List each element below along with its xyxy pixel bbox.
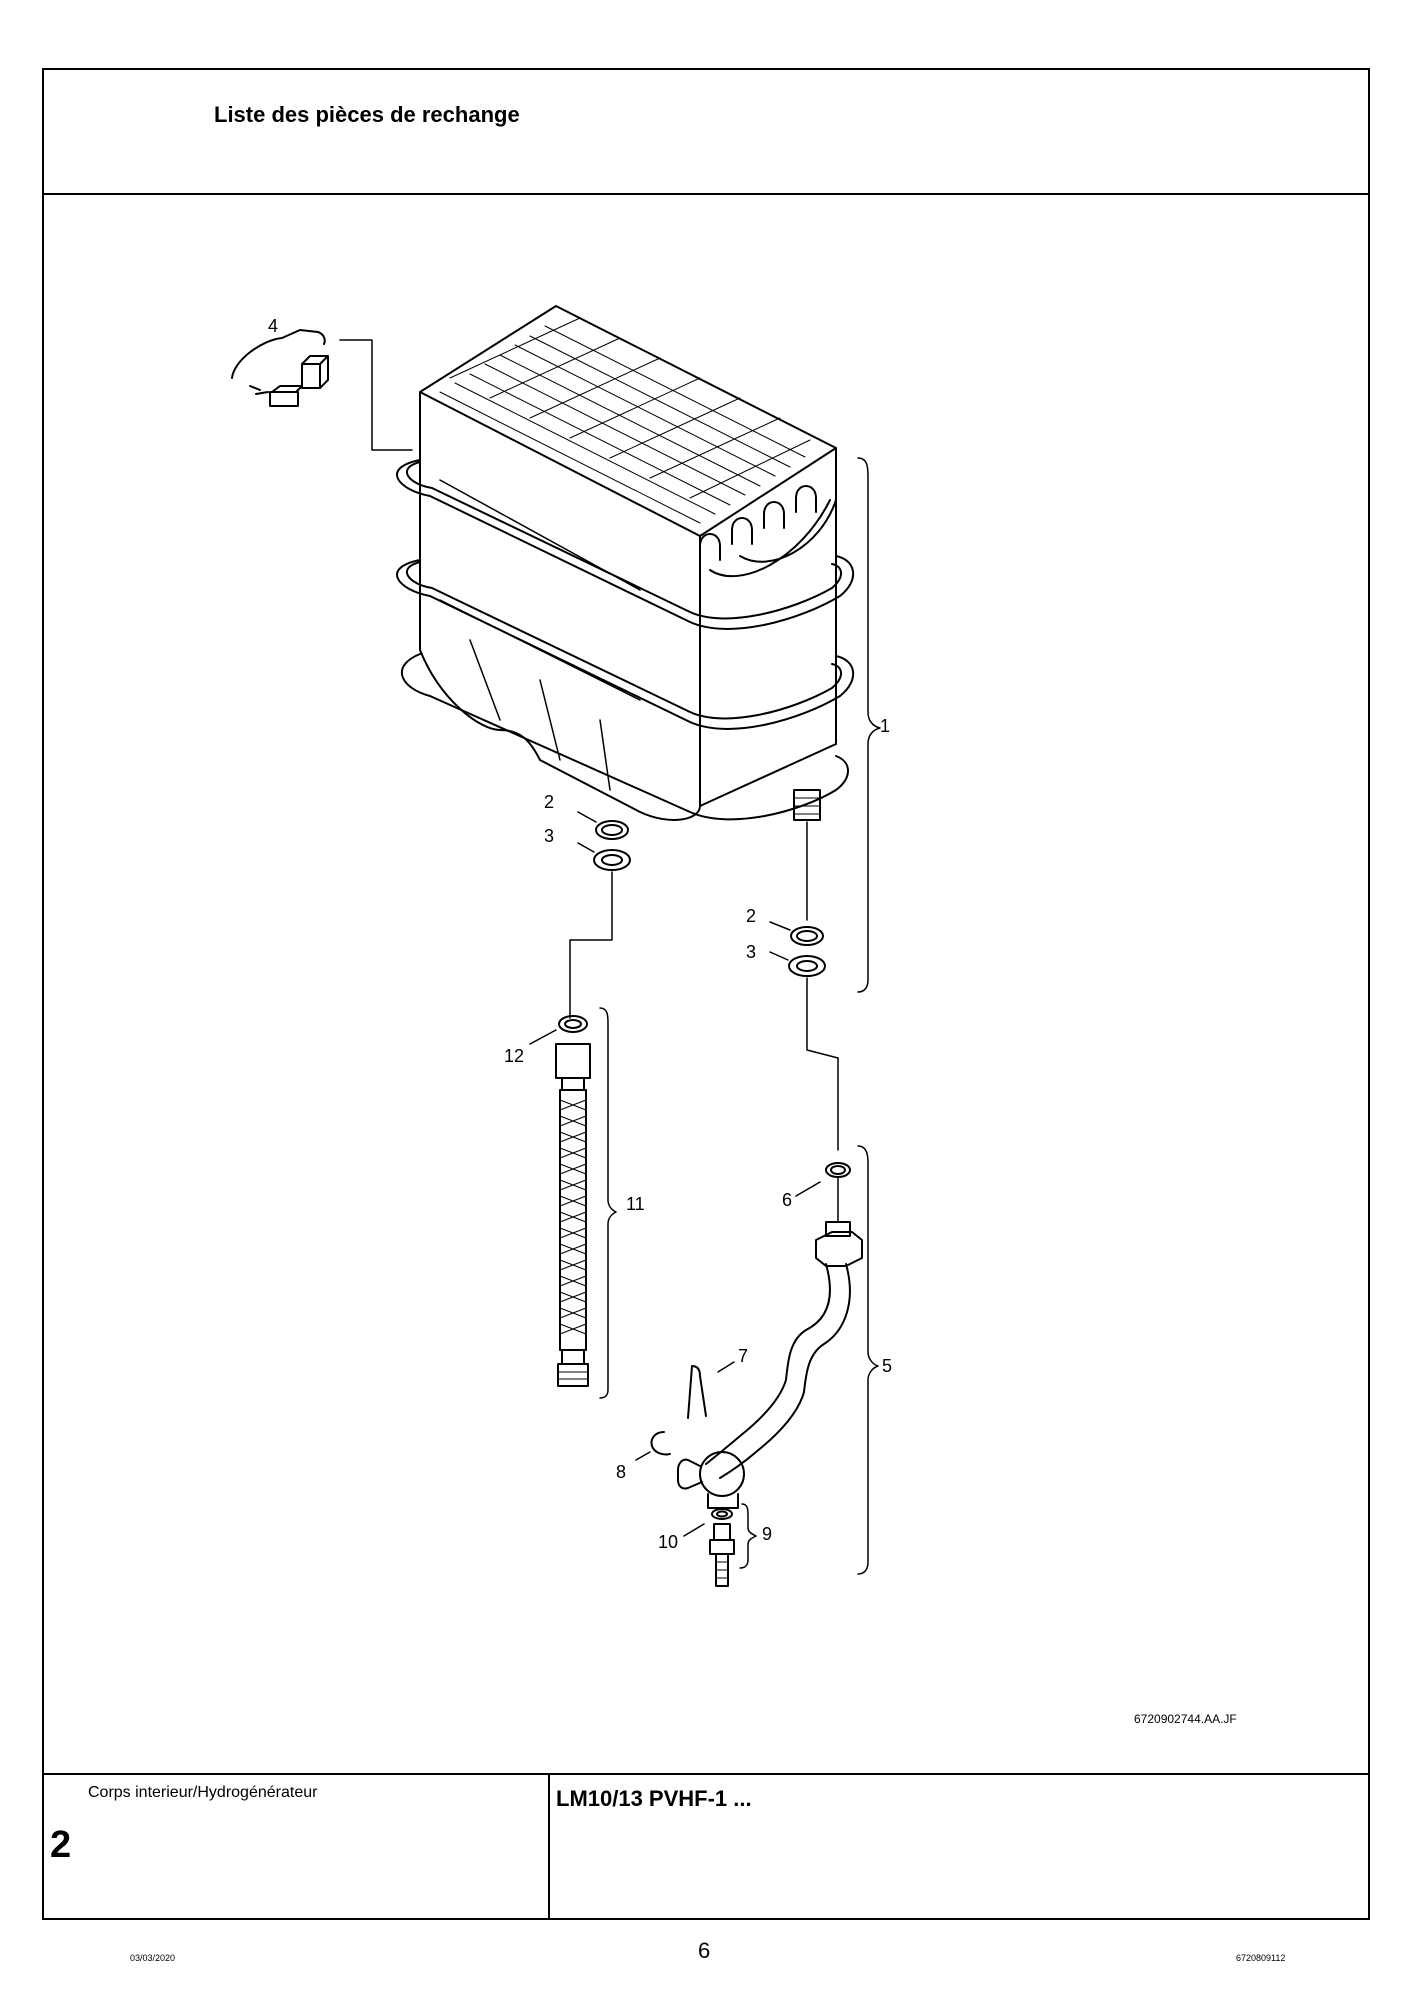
bracket-part-11 [599,1007,617,1399]
footer-column-divider [548,1773,550,1920]
part-11-flexible-hose [529,1015,591,1387]
drawing-reference-code: 6720902744.AA.JF [1134,1712,1237,1726]
leader-left-pipe [569,871,613,1019]
callout-6: 6 [782,1190,792,1210]
model-designation: LM10/13 PVHF-1 ... [556,1786,752,1811]
bracket-part-9 [739,1503,757,1569]
leader-part-10 [683,1523,705,1537]
leader-right-pipe [806,977,839,1151]
page-title: Liste des pièces de rechange [214,102,520,127]
callout-2-left: 2 [544,792,554,812]
footer-divider [42,1773,1370,1775]
callout-11: 11 [626,1194,645,1214]
leader-part-4 [339,339,413,451]
callout-10: 10 [658,1532,678,1552]
part-5-pipe-assembly [705,1162,863,1479]
callout-4: 4 [268,316,278,336]
part-9-elbow-fitting [677,1451,745,1587]
callout-3-left: 3 [544,826,554,846]
bracket-part-5 [857,1145,879,1575]
callout-labels: 4 1 2 3 2 3 12 11 6 5 7 8 10 9 [268,316,892,1552]
section-number: 2 [50,1824,72,1866]
fin-pattern [439,317,811,524]
return-bends [699,485,837,578]
part-4-sensor-clip [231,329,329,407]
callout-2-right: 2 [746,906,756,926]
callout-9: 9 [762,1524,772,1544]
callout-5: 5 [882,1356,892,1376]
part-7-clip [687,1361,735,1419]
callout-12: 12 [504,1046,524,1066]
page-frame [42,68,1370,1920]
part-1-heat-exchanger [396,305,855,821]
right-washers [769,821,826,977]
page-number: 6 [698,1938,711,1963]
bracket-part-1 [857,457,881,993]
callout-7: 7 [738,1346,748,1366]
hose-braid [559,1099,587,1335]
callout-8: 8 [616,1462,626,1482]
page-date: 03/03/2020 [130,1953,176,1963]
callout-3-right: 3 [746,942,756,962]
section-label: Corps interieur/Hydrogénérateur [88,1784,318,1801]
document-number: 6720809112 [1236,1953,1286,1963]
part-8-o-ring [635,1431,671,1461]
left-washers [577,811,631,871]
header-divider [42,193,1370,195]
callout-1: 1 [880,716,890,736]
